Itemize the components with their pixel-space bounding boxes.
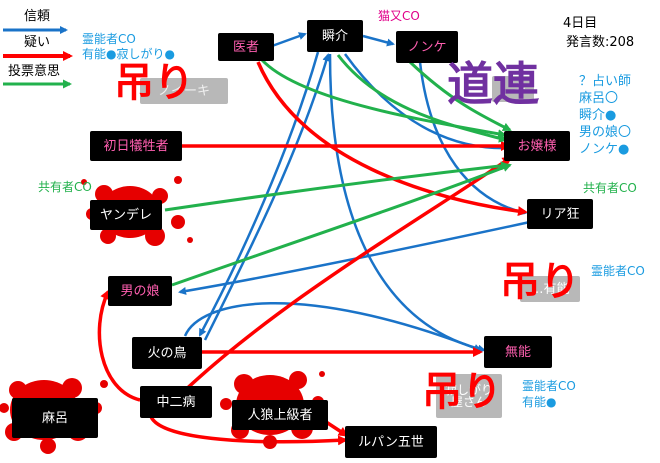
edge-chuunibyou-lupin bbox=[148, 411, 348, 446]
edge-shunsuke-ojousama bbox=[336, 54, 508, 143]
hanged-stamp-right: 吊り bbox=[500, 259, 580, 305]
edge-shunsuke-nonke bbox=[362, 34, 395, 47]
edge-yandere-ojousama bbox=[164, 161, 510, 212]
legend-vote-label: 投票意思 bbox=[8, 64, 61, 79]
node-lupin[interactable]: ルパン五世 bbox=[345, 426, 437, 458]
edge-nonke-riakyou bbox=[418, 61, 527, 216]
node-munou[interactable]: 無能 bbox=[484, 336, 552, 368]
legend-trust-label: 信頼 bbox=[24, 9, 51, 24]
node-chuunibyou[interactable]: 中二病 bbox=[140, 386, 212, 418]
node-nonke[interactable]: ノンケ bbox=[396, 31, 458, 63]
node-doctor[interactable]: 医者 bbox=[218, 33, 274, 61]
node-yandere[interactable]: ヤンデレ bbox=[90, 200, 162, 230]
hanged-stamp-bottom: 吊り bbox=[422, 369, 502, 415]
co-note-kyoyu-right: 共有者CO bbox=[583, 181, 637, 195]
speech-count: 発言数:208 bbox=[566, 35, 635, 50]
node-hidden-right-top: …キ bbox=[492, 76, 534, 102]
node-hinotori[interactable]: 火の鳥 bbox=[132, 337, 202, 369]
day-label: 4日目 bbox=[563, 16, 598, 31]
node-sabishigari: 寂しがり 屋さん bbox=[436, 374, 502, 418]
edge-doctor-ojousama bbox=[260, 58, 507, 139]
edge-chuunibyou-ojousama bbox=[178, 156, 513, 397]
hanged-stamp-top: 吊り bbox=[114, 60, 194, 106]
node-hidden-right-mid: …有能 bbox=[520, 276, 580, 302]
node-hidden-left: ノイーキ bbox=[140, 78, 228, 104]
node-maro[interactable]: 麻呂 bbox=[12, 398, 98, 438]
edge-chuunibyou-otokonoko bbox=[97, 289, 141, 402]
co-note-kyoyu-left: 共有者CO bbox=[38, 180, 92, 194]
node-otokonoko[interactable]: 男の娘 bbox=[108, 276, 172, 306]
edge-doctor-shunsuke bbox=[271, 32, 307, 48]
seer-line: 男の娘〇 bbox=[579, 125, 632, 140]
co-note-nekomata: 猫又CO bbox=[378, 9, 420, 23]
seer-line: ？占い師 bbox=[579, 74, 632, 89]
co-note-reinou-right: 霊能者CO bbox=[591, 264, 645, 278]
legend-doubt-label: 疑い bbox=[24, 35, 51, 50]
node-jinrou[interactable]: 人狼上級者 bbox=[232, 400, 328, 430]
co-note-yuunou: 有能●寂しがり● bbox=[82, 47, 175, 61]
edge-riakyou-otokonoko bbox=[178, 220, 531, 295]
edge-otokonoko-ojousama bbox=[171, 163, 512, 287]
seer-line: 麻呂〇 bbox=[579, 91, 619, 106]
seer-results: ？占い師 麻呂〇 瞬介● 男の娘〇 ノンケ● bbox=[579, 73, 631, 158]
node-shonichi[interactable]: 初日犠牲者 bbox=[90, 131, 182, 161]
co-note-reinou-bottom: 霊能者CO bbox=[522, 379, 576, 393]
edge-hinotori-munou bbox=[183, 301, 482, 352]
node-riakyou[interactable]: リア狂 bbox=[527, 199, 593, 229]
edge-shunsuke-hinotori bbox=[198, 51, 320, 337]
michizure-stamp: 道連 bbox=[447, 57, 539, 111]
seer-line: 瞬介● bbox=[579, 108, 617, 123]
seer-line: ノンケ● bbox=[579, 142, 630, 157]
node-ojousama[interactable]: お嬢様 bbox=[504, 131, 570, 161]
node-shunsuke[interactable]: 瞬介 bbox=[307, 20, 363, 52]
edge-doctor-riakyou bbox=[256, 61, 528, 217]
co-note-reinou: 霊能者CO bbox=[82, 32, 136, 46]
edge-nonke-ojousama bbox=[408, 60, 512, 132]
co-note-yuunou-bottom: 有能● bbox=[522, 395, 557, 409]
